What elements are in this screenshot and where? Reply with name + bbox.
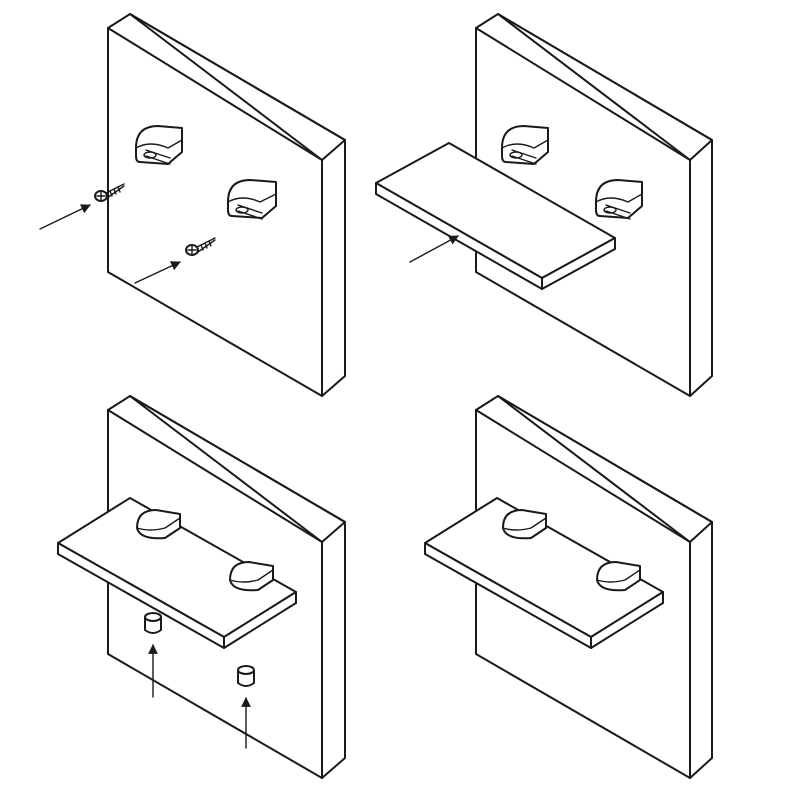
shelf-clamp-icon [595, 179, 643, 220]
arrow-icon [134, 261, 181, 284]
clamp-cap-icon [136, 509, 181, 540]
grub-screw-icon [237, 665, 255, 687]
clamp-cap-icon [596, 561, 641, 592]
glass-shelf-icon [424, 497, 664, 649]
wall-panel-2 [475, 13, 713, 397]
glass-shelf-icon [375, 142, 616, 290]
shelf-clamp-icon [501, 125, 549, 165]
step-4-finished [424, 395, 713, 779]
step-3-grub-screws [57, 395, 346, 779]
wall-panel-1 [107, 13, 346, 397]
clamp-cap-icon [502, 509, 547, 540]
step-2-slide-shelf [375, 13, 713, 397]
glass-shelf-icon [57, 497, 297, 649]
shelf-clamp-icon [135, 125, 183, 165]
clamp-cap-icon [229, 561, 274, 592]
shelf-clamp-icon [227, 179, 277, 220]
step-1-attach-clamps [39, 13, 346, 397]
grub-screw-icon [144, 612, 162, 634]
arrow-icon [409, 235, 459, 263]
arrow-icon [39, 204, 91, 230]
screw-icon [94, 183, 125, 202]
screw-icon [185, 237, 216, 256]
